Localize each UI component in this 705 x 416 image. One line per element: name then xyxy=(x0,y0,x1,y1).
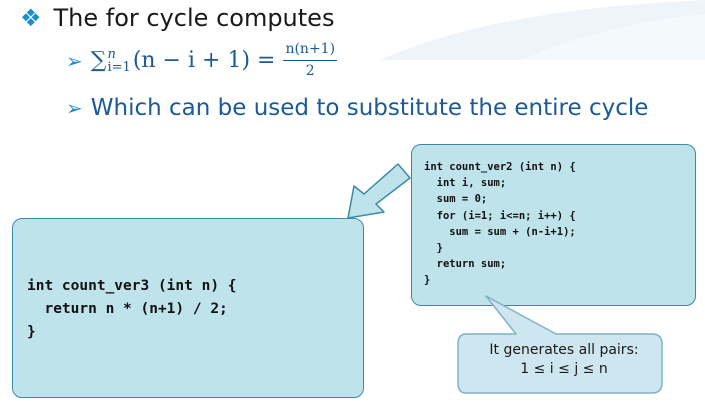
arrowhead-icon: ➢ xyxy=(66,48,83,73)
bullet-substitute: ➢ Which can be used to substitute the en… xyxy=(66,95,648,121)
fraction: n(n+1) 2 xyxy=(283,41,338,80)
bullet-substitute-text: Which can be used to substitute the enti… xyxy=(90,95,649,121)
bullet-main-text: The for cycle computes xyxy=(53,4,335,32)
code-ver3: int count_ver3 (int n) { return n * (n+1… xyxy=(27,278,237,340)
code-box-ver2: int count_ver2 (int n) { int i, sum; sum… xyxy=(411,144,696,306)
down-left-arrow-icon xyxy=(347,163,411,219)
sigma-symbol: ∑ xyxy=(90,48,107,74)
bullet-main: ❖ The for cycle computes xyxy=(20,4,334,32)
callout-line2: 1 ≤ i ≤ j ≤ n xyxy=(520,361,608,377)
sum-upper-bound: n xyxy=(107,46,116,62)
sum-formula: ∑ n i=1 (n − i + 1) = n(n+1) 2 xyxy=(90,41,338,80)
sum-expression: (n − i + 1) = xyxy=(132,48,276,74)
header-swoosh xyxy=(380,0,705,60)
sum-lower-bound: i=1 xyxy=(107,59,131,75)
diamond-cluster-icon: ❖ xyxy=(20,4,42,32)
arrowhead-icon: ➢ xyxy=(66,96,83,120)
code-box-ver3: int count_ver3 (int n) { return n * (n+1… xyxy=(12,218,364,398)
callout-text: It generates all pairs: 1 ≤ i ≤ j ≤ n xyxy=(466,341,662,379)
fraction-denominator: 2 xyxy=(305,63,315,80)
bullet-formula: ➢ ∑ n i=1 (n − i + 1) = n(n+1) 2 xyxy=(66,41,338,80)
callout-bubble xyxy=(457,295,663,394)
code-ver2: int count_ver2 (int n) { int i, sum; sum… xyxy=(424,161,576,287)
fraction-numerator: n(n+1) xyxy=(283,41,338,62)
callout-line1: It generates all pairs: xyxy=(489,342,639,358)
